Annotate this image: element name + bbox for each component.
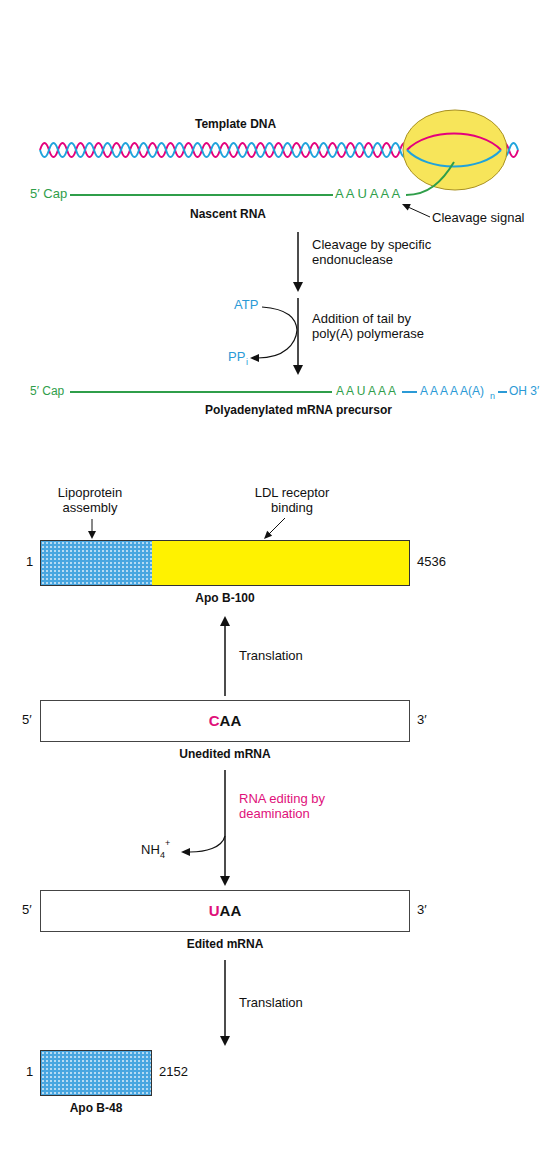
sequence-label: A A U A A A	[335, 187, 400, 202]
process-arrow	[297, 232, 299, 283]
domain-label: LDL receptor binding	[250, 486, 334, 516]
structure-label: Template DNA	[195, 118, 276, 132]
product-label: NH	[141, 843, 160, 858]
arrow-head	[250, 354, 259, 362]
domain-segment	[41, 541, 152, 585]
subscript: 4	[160, 850, 165, 860]
dna-strand	[500, 143, 518, 157]
rna-polymerase	[403, 110, 507, 190]
rna-end-label: OH 3′	[509, 385, 539, 399]
edge-label: Translation	[239, 648, 351, 664]
arrow-shaft	[224, 625, 226, 696]
bar-heading: Apo B-100	[40, 592, 410, 606]
edge-label: RNA editing by deamination	[239, 791, 351, 822]
arrow-head	[293, 282, 303, 292]
residue-number: 1	[26, 555, 33, 570]
arrow-shaft	[224, 960, 226, 1037]
edge-label: Translation	[239, 995, 351, 1011]
rna-strand	[70, 194, 333, 196]
callout-label: Cleavage signal	[432, 211, 525, 226]
codon-group: CAA	[40, 700, 410, 742]
strand-end-label: 3′	[417, 903, 427, 918]
rna-end-label: 5′ Cap	[30, 385, 64, 399]
arrow-shaft	[224, 770, 226, 877]
dna-strand	[40, 143, 409, 157]
poly-a-label: A A A A A(A)	[420, 385, 484, 399]
arrow-head	[220, 876, 230, 886]
flow-arrow	[220, 960, 230, 1046]
dna-bubble-strand	[407, 134, 501, 151]
pointer-line	[269, 518, 285, 534]
bar-outline	[40, 1050, 152, 1096]
residue-number: 2152	[159, 1065, 188, 1080]
mrna-box: CAA Unedited mRNA	[40, 700, 410, 766]
edited-base: U	[209, 902, 220, 919]
box-heading: Unedited mRNA	[40, 748, 410, 762]
flow-arrow	[220, 616, 230, 696]
sequence-label: A A U A A A	[336, 385, 396, 399]
arrow-head	[181, 848, 190, 856]
strand-end-label: 5′	[22, 903, 32, 918]
arrow-head	[264, 531, 272, 539]
pointer-line	[408, 207, 430, 217]
structure-label: Polyadenylated mRNA precursor	[205, 404, 392, 418]
dna-strand	[500, 143, 518, 157]
protein-bar: Apo B-100	[40, 540, 410, 612]
rna-end-label: 5′ Cap	[30, 187, 67, 202]
flow-arrow	[220, 770, 230, 886]
arrow-head	[293, 365, 303, 375]
strand-end-label: 5′	[22, 713, 32, 728]
subscript: n	[490, 391, 495, 401]
step-label: Addition of tail by poly(A) polymerase	[312, 312, 437, 342]
superscript: +	[165, 838, 170, 848]
rna-strand	[70, 391, 332, 393]
bar-heading: Apo B-48	[40, 1102, 152, 1116]
arrow-head	[220, 1036, 230, 1046]
rna-strand	[406, 162, 454, 195]
reaction-curve	[258, 307, 297, 358]
arrow-head	[402, 204, 411, 211]
structure-label: Nascent RNA	[190, 208, 266, 222]
step-label: Cleavage by specific endonuclease	[312, 238, 437, 268]
subscript: i	[246, 357, 248, 367]
process-arrow	[297, 298, 299, 366]
codon-group: UAA	[40, 890, 410, 932]
dna-bubble-strand	[407, 150, 501, 167]
residue-number: 4536	[417, 555, 446, 570]
codon-bases: AA	[220, 712, 242, 729]
arrow-head	[88, 531, 96, 539]
box-heading: Edited mRNA	[40, 938, 410, 952]
reaction-curve	[190, 836, 225, 852]
domain-label: Lipoprotein assembly	[50, 486, 130, 516]
pointer-line	[92, 519, 93, 532]
protein-bar: Apo B-48	[40, 1050, 410, 1124]
edited-base: C	[209, 712, 220, 729]
poly-a-strand	[498, 391, 507, 393]
bar-outline	[40, 540, 410, 586]
reactant-label: ATP	[234, 298, 258, 313]
arrow-head	[220, 616, 230, 626]
mrna-box: UAA Edited mRNA	[40, 890, 410, 956]
strand-end-label: 3′	[417, 713, 427, 728]
product-label: PP	[228, 350, 245, 365]
poly-a-strand	[402, 391, 417, 393]
dna-strand	[40, 143, 409, 157]
codon-bases: AA	[220, 902, 242, 919]
residue-number: 1	[26, 1065, 33, 1080]
